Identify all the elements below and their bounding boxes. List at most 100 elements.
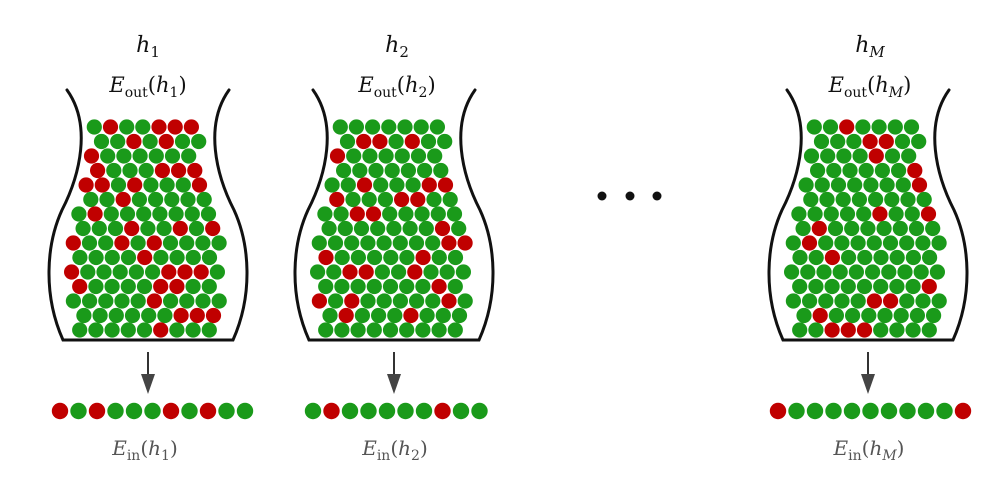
green-marble xyxy=(824,278,840,295)
green-marble xyxy=(365,119,381,135)
red-marble xyxy=(907,162,923,179)
red-marble xyxy=(146,293,162,309)
green-marble xyxy=(399,322,415,338)
green-marble xyxy=(340,177,356,193)
green-marble xyxy=(334,278,350,295)
red-marble xyxy=(920,206,937,222)
sample-green-marble xyxy=(880,402,898,420)
green-marble xyxy=(184,206,200,222)
green-marble xyxy=(792,249,808,266)
green-marble xyxy=(451,307,468,324)
green-marble xyxy=(392,293,408,309)
green-marble xyxy=(426,191,442,208)
green-marble xyxy=(391,264,407,280)
eout-label-h2: Eout(h2) xyxy=(357,73,435,101)
green-marble xyxy=(823,206,839,222)
green-marble xyxy=(392,235,408,251)
red-marble xyxy=(146,235,162,251)
green-marble xyxy=(929,264,946,280)
red-marble xyxy=(344,293,360,309)
red-marble xyxy=(437,177,454,193)
red-marble xyxy=(824,249,841,266)
green-marble xyxy=(915,293,931,309)
green-marble xyxy=(806,119,822,135)
green-marble xyxy=(791,206,807,222)
sample-green-marble xyxy=(899,402,916,420)
green-marble xyxy=(93,133,110,150)
green-marble xyxy=(153,249,169,266)
green-marble xyxy=(891,162,907,179)
green-marble xyxy=(209,264,225,280)
green-marble xyxy=(103,206,119,222)
green-marble xyxy=(366,278,382,295)
green-marble xyxy=(152,206,168,222)
green-marble xyxy=(856,206,872,222)
green-marble xyxy=(88,278,104,295)
red-marble xyxy=(205,307,222,324)
green-marble xyxy=(846,133,862,150)
red-marble xyxy=(171,162,187,179)
green-marble xyxy=(211,235,227,251)
green-marble xyxy=(99,191,115,208)
green-marble xyxy=(98,235,114,251)
green-marble xyxy=(185,322,201,338)
green-marble xyxy=(856,278,873,295)
red-marble xyxy=(90,162,106,179)
green-marble xyxy=(893,307,909,324)
green-marble xyxy=(119,119,135,135)
green-marble xyxy=(107,220,124,237)
sample-red-marble xyxy=(323,402,340,420)
green-marble xyxy=(857,249,873,266)
green-marble xyxy=(921,322,937,338)
red-marble xyxy=(329,191,345,208)
green-marble xyxy=(818,293,834,309)
green-marble xyxy=(417,162,433,179)
sample-row-h1 xyxy=(51,402,254,420)
green-marble xyxy=(75,220,91,237)
green-marble xyxy=(378,148,394,164)
green-marble xyxy=(871,119,887,135)
red-marble xyxy=(839,119,855,135)
green-marble xyxy=(894,133,911,150)
hypothesis-label-h2: h2 xyxy=(385,33,409,61)
green-marble xyxy=(321,220,337,237)
red-marble xyxy=(161,264,177,280)
eout-label-hM: Eout(hM) xyxy=(828,73,912,101)
green-marble xyxy=(353,220,370,237)
green-marble xyxy=(447,322,463,338)
green-marble xyxy=(104,322,120,338)
green-marble xyxy=(433,162,449,179)
green-marble xyxy=(451,220,467,237)
green-marble xyxy=(195,235,211,251)
green-marble xyxy=(81,235,98,251)
red-marble xyxy=(457,235,473,251)
red-marble xyxy=(824,322,840,338)
green-marble xyxy=(884,191,900,208)
green-marble xyxy=(916,191,932,208)
green-marble xyxy=(72,322,88,338)
green-marble xyxy=(827,220,844,237)
red-marble xyxy=(372,133,388,150)
green-marble xyxy=(162,235,179,251)
green-marble xyxy=(830,177,847,193)
green-marble xyxy=(931,235,947,251)
green-marble xyxy=(373,177,389,193)
green-marble xyxy=(798,177,814,193)
green-marble xyxy=(881,264,897,280)
green-marble xyxy=(92,307,108,324)
sample-green-marble xyxy=(360,402,377,420)
sample-red-marble xyxy=(954,402,972,420)
green-marble xyxy=(410,148,427,164)
red-marble xyxy=(102,119,119,135)
sample-green-marble xyxy=(936,402,953,420)
green-marble xyxy=(317,206,333,222)
hypothesis-label-h1: h1 xyxy=(136,33,160,61)
red-marble xyxy=(127,177,143,193)
green-marble xyxy=(911,133,927,150)
red-marble xyxy=(78,177,94,193)
bin-h1: h1 Eout(h1) Ein(h1) xyxy=(47,33,254,464)
green-marble xyxy=(913,264,929,280)
green-marble xyxy=(901,148,917,164)
ellipsis-dot xyxy=(597,191,607,201)
green-marble xyxy=(884,148,901,164)
